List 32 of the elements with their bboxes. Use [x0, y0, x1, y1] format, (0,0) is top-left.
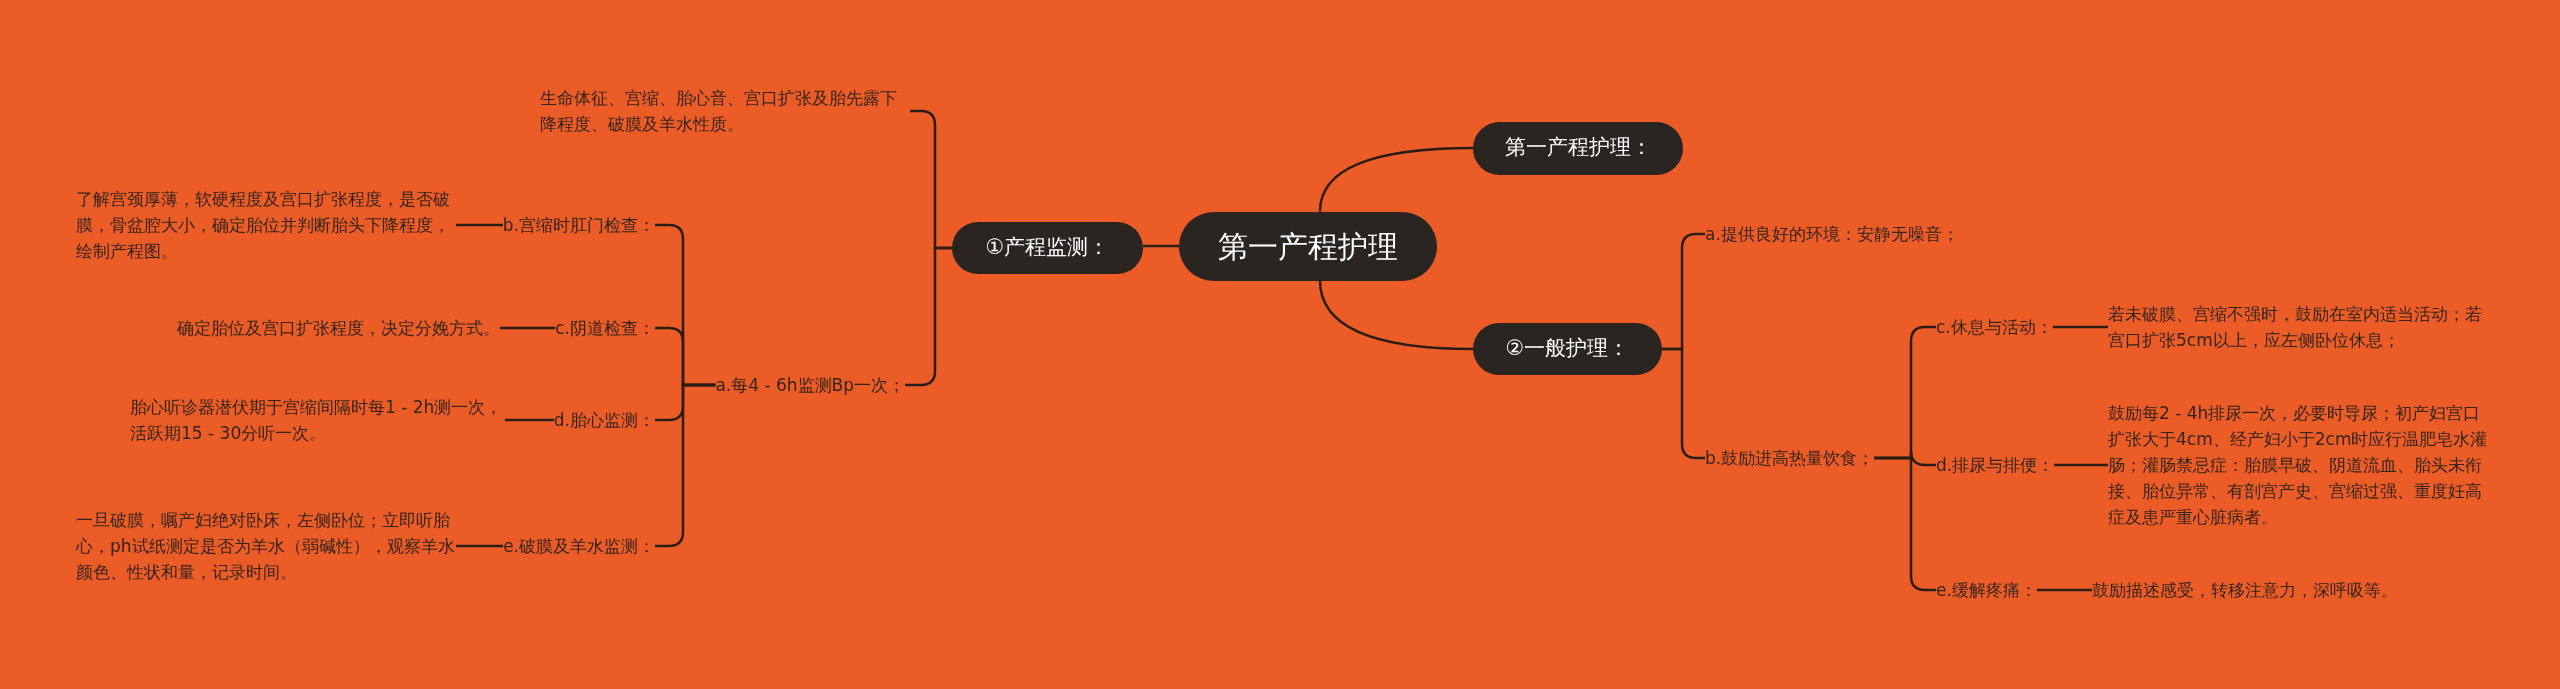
connector-line [1318, 280, 1474, 351]
topic-pill: ①产程监测： [952, 222, 1143, 274]
topic-text: 鼓励描述感受，转移注意力，深呼吸等。 [2092, 577, 2398, 603]
connector-line [2036, 588, 2092, 592]
topic-text: 一旦破膜，嘱产妇绝对卧床，左侧卧位；立即听胎心，ph试纸测定是否为羊水（弱碱性），观察羊水颜色、性状和量，记录时间。 [76, 507, 456, 585]
topic-text: e.破膜及羊水监测： [503, 533, 655, 559]
connector-line [1143, 244, 1179, 248]
connector-line [2054, 463, 2108, 467]
topic-text: a.提供良好的环境：安静无噪音； [1705, 221, 1959, 247]
topic-text: a.每4 - 6h监测Bp一次； [715, 372, 905, 398]
topic-text: e.缓解疼痛： [1936, 577, 2037, 603]
topic-text: 若未破膜、宫缩不强时，鼓励在室内适当活动；若宫口扩张5cm以上，应左侧卧位休息； [2108, 301, 2488, 353]
topic-text: d.胎心监测： [553, 407, 655, 433]
topic-pill: 第一产程护理： [1473, 121, 1683, 175]
connector-line [1318, 146, 1474, 212]
connector-line [456, 544, 504, 548]
topic-text: c.休息与活动： [1936, 314, 2053, 340]
topic-text: 鼓励每2 - 4h排尿一次，必要时导尿；初产妇宫口扩张大于4cm、经产妇小于2cm时应行温肥皂水灌肠；灌肠禁忌症：胎膜早破、阴道流血、胎头未衔接、胎位异常、有剖宫产史、宫缩过强、重度妊高症及患严重心脏病者。 [2108, 400, 2488, 530]
topic-text: d.排尿与排便： [1936, 452, 2055, 478]
connector-line [505, 418, 554, 422]
topic-text: c.阴道检查： [555, 315, 655, 341]
topic-text: 了解宫颈厚薄，软硬程度及宫口扩张程度，是否破膜，骨盆腔大小，确定胎位并判断胎头下降程度，绘制产程图。 [76, 186, 456, 264]
connector-line [500, 326, 556, 330]
topic-pill: 第一产程护理 [1179, 211, 1437, 281]
topic-pill: ②一般护理： [1473, 323, 1662, 375]
connector-line [456, 223, 503, 227]
topic-text: b.鼓励进高热量饮食； [1705, 445, 1875, 471]
topic-text: 生命体征、宫缩、胎心音、宫口扩张及胎先露下降程度、破膜及羊水性质。 [540, 85, 910, 137]
connector-line [2052, 325, 2108, 329]
topic-text: 确定胎位及宫口扩张程度，决定分娩方式。 [177, 315, 500, 341]
topic-text: 胎心听诊器潜伏期于宫缩间隔时每1 - 2h测一次，活跃期15 - 30分听一次。 [130, 394, 505, 446]
topic-text: b.宫缩时肛门检查： [502, 212, 655, 238]
